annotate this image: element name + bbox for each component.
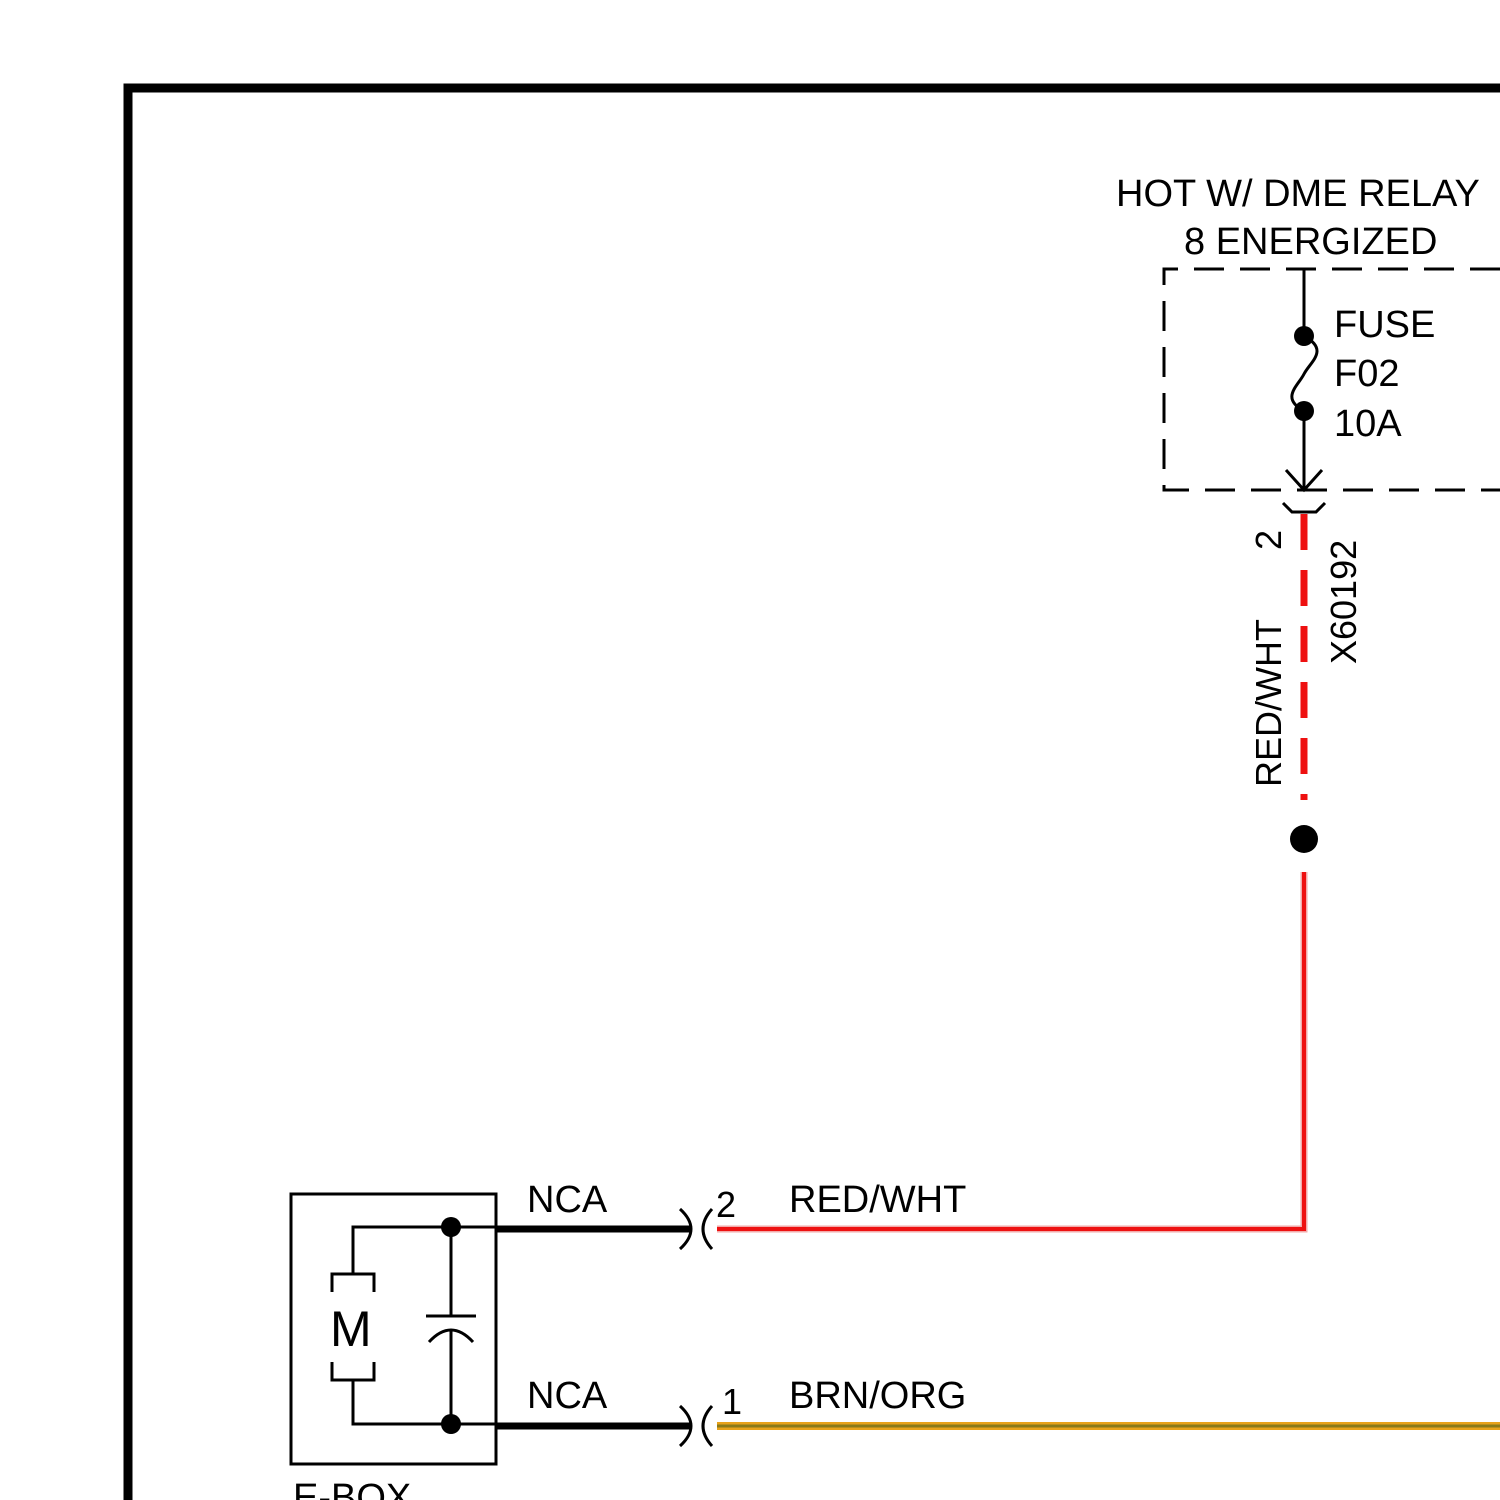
diagram-frame: [128, 88, 1500, 1500]
connector-id-label: X60192: [1323, 540, 1364, 664]
power-source-line1: HOT W/ DME RELAY: [1116, 173, 1480, 215]
connector-x60192-female: [1283, 503, 1325, 512]
splice-point: [1290, 825, 1318, 853]
harness-connector-bottom-female: [703, 1406, 712, 1446]
motor-symbol: M: [330, 1301, 372, 1357]
power-source-line2: 8 ENERGIZED: [1184, 221, 1437, 263]
motor-brush-top: [332, 1274, 374, 1292]
wire-label-red-wht: RED/WHT: [789, 1179, 966, 1221]
component-internal-bottom-bus: [353, 1380, 496, 1424]
harness-pin-top: 2: [716, 1184, 736, 1225]
red-wht-wire-outline: [717, 872, 1304, 1229]
nca-label-top: NCA: [527, 1179, 608, 1221]
fuse-box-outline: [1164, 269, 1500, 490]
fuse-element: [1292, 336, 1317, 411]
fuse-rating: 10A: [1334, 403, 1402, 445]
fuse-id: F02: [1334, 353, 1399, 395]
connector-pin-number: 2: [1248, 530, 1289, 550]
component-name: E-BOX: [293, 1477, 411, 1500]
red-wht-wire: [717, 872, 1304, 1229]
harness-pin-bottom: 1: [722, 1381, 742, 1422]
component-internal-top-bus: [353, 1227, 496, 1274]
connector-wire-color-label: RED/WHT: [1248, 619, 1289, 787]
harness-connector-top-female: [703, 1209, 712, 1249]
wire-label-brn-org: BRN/ORG: [789, 1375, 966, 1417]
nca-label-bottom: NCA: [527, 1375, 608, 1417]
fuse-label: FUSE: [1334, 304, 1435, 346]
motor-brush-bottom: [332, 1362, 374, 1380]
